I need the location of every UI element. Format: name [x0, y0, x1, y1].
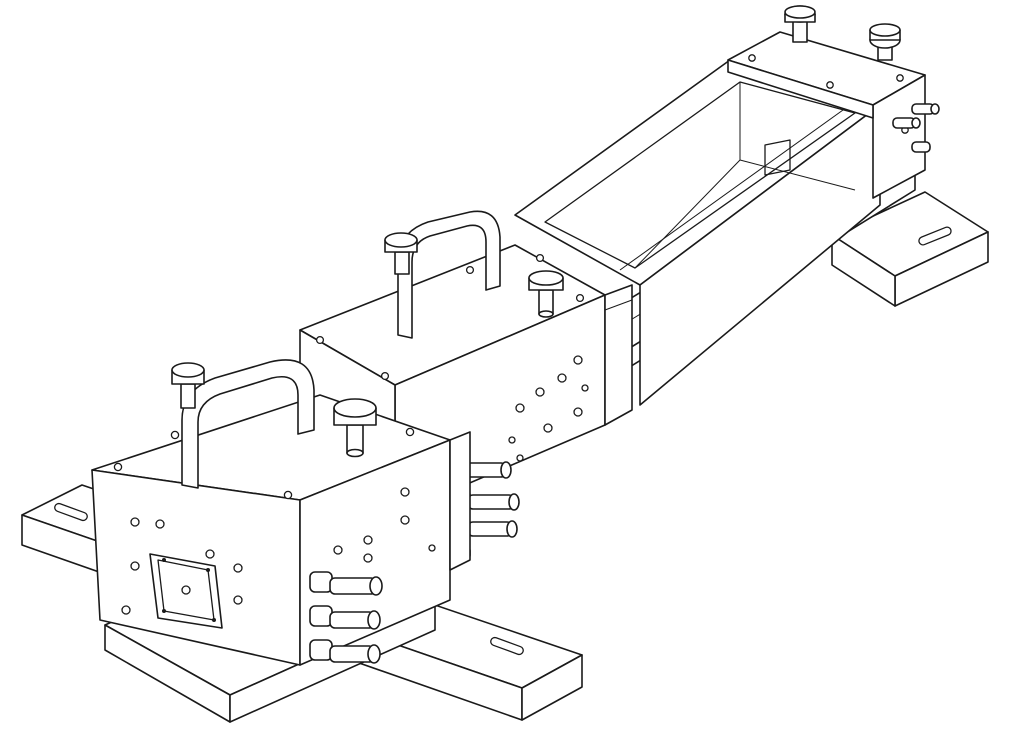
- trough-frame: [514, 59, 881, 406]
- front-fittings: [309, 571, 383, 664]
- middle-handle: [397, 210, 501, 339]
- front-knob-right: [333, 398, 377, 458]
- front-knob-left: [171, 362, 205, 409]
- front-face-plate: [149, 553, 223, 629]
- back-end-block: [727, 5, 940, 199]
- back-knob-left: [784, 5, 816, 43]
- middle-knob-right: [528, 270, 564, 318]
- back-fittings: [892, 103, 940, 153]
- back-bar-slot: [918, 226, 952, 246]
- trough-window: [764, 139, 791, 176]
- back-base-bar: [831, 191, 989, 307]
- front-bar-slot-left: [54, 502, 88, 522]
- middle-knob-left: [384, 232, 418, 275]
- block-spacer: [449, 431, 471, 571]
- back-knob-right: [869, 23, 901, 61]
- front-bar-slot-right: [490, 636, 524, 656]
